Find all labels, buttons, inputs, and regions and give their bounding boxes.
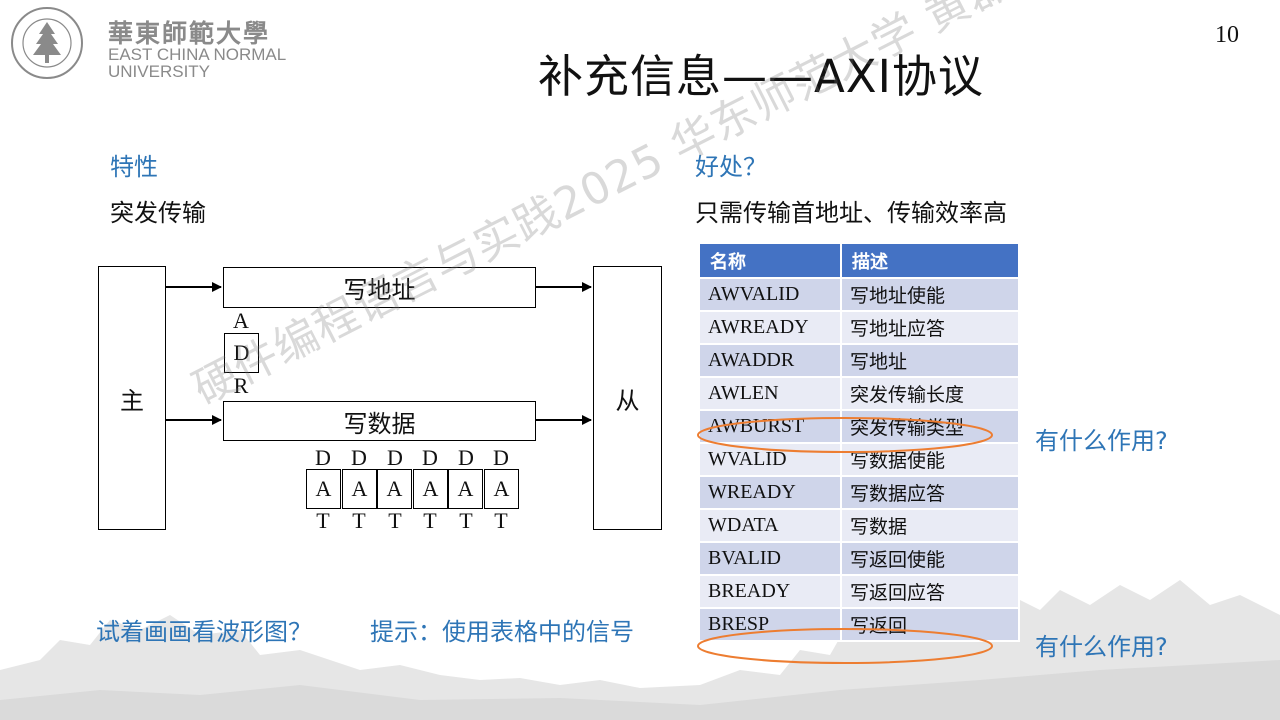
signal-name: BREADY [699,575,841,608]
write-data-channel: 写数据 [223,401,536,441]
data-cell: A [377,469,412,509]
signal-description: 写数据使能 [841,443,1019,476]
table-header-row: 名称 描述 [699,243,1019,278]
data-letter-t: T [313,510,333,532]
table-header-name: 名称 [699,243,841,278]
logo-english-line1: EAST CHINA NORMAL [108,46,286,63]
signal-description: 写地址 [841,344,1019,377]
data-letter-d: D [385,447,405,469]
data-letter-d: D [456,447,476,469]
signal-description: 写数据 [841,509,1019,542]
data-letter-d: D [420,447,440,469]
features-heading: 特性 [110,147,158,182]
signal-description: 写返回使能 [841,542,1019,575]
hint-use-table-signals: 提示：使用表格中的信号 [370,612,634,647]
signal-name: AWBURST [699,410,841,443]
signal-name: AWVALID [699,278,841,311]
slave-box: 从 [593,266,662,530]
signal-description: 突发传输长度 [841,377,1019,410]
write-data-label: 写数据 [344,404,416,439]
data-letter-t: T [491,510,511,532]
feature-burst-transfer: 突发传输 [110,193,206,228]
signal-name: AWREADY [699,311,841,344]
data-cell: A [306,469,341,509]
data-letter-d: D [491,447,511,469]
signal-name: WDATA [699,509,841,542]
signal-name: BVALID [699,542,841,575]
data-cell: A [342,469,377,509]
data-letter-t: T [420,510,440,532]
signal-name: WVALID [699,443,841,476]
signal-name: AWLEN [699,377,841,410]
page-number: 10 [1215,22,1239,49]
signal-description: 写地址应答 [841,311,1019,344]
data-cell: A [448,469,483,509]
slave-label: 从 [616,381,640,416]
signal-name: WREADY [699,476,841,509]
awburst-question: 有什么作用? [1035,421,1168,456]
data-letter-t: T [385,510,405,532]
university-logo: 華東師範大學 EAST CHINA NORMAL UNIVERSITY [10,6,300,80]
signal-description: 写返回应答 [841,575,1019,608]
signal-description: 写地址使能 [841,278,1019,311]
university-seal-icon [10,6,84,80]
signal-name: BRESP [699,608,841,641]
hint-waveform-question: 试着画画看波形图？ [96,612,312,647]
data-letter-t: T [456,510,476,532]
data-letter-d: D [349,447,369,469]
master-box: 主 [98,266,166,530]
bresp-question: 有什么作用? [1035,627,1168,662]
data-cell: A [484,469,519,509]
data-letter-d: D [313,447,333,469]
signal-description: 突发传输类型 [841,410,1019,443]
data-cell: A [413,469,448,509]
signal-description: 写数据应答 [841,476,1019,509]
data-letter-t: T [349,510,369,532]
signal-description: 写返回 [841,608,1019,641]
signal-name: AWADDR [699,344,841,377]
logo-english-line2: UNIVERSITY [108,63,210,80]
benefit-text: 只需传输首地址、传输效率高 [695,193,1007,228]
master-label: 主 [120,381,144,416]
table-header-description: 描述 [841,243,1019,278]
